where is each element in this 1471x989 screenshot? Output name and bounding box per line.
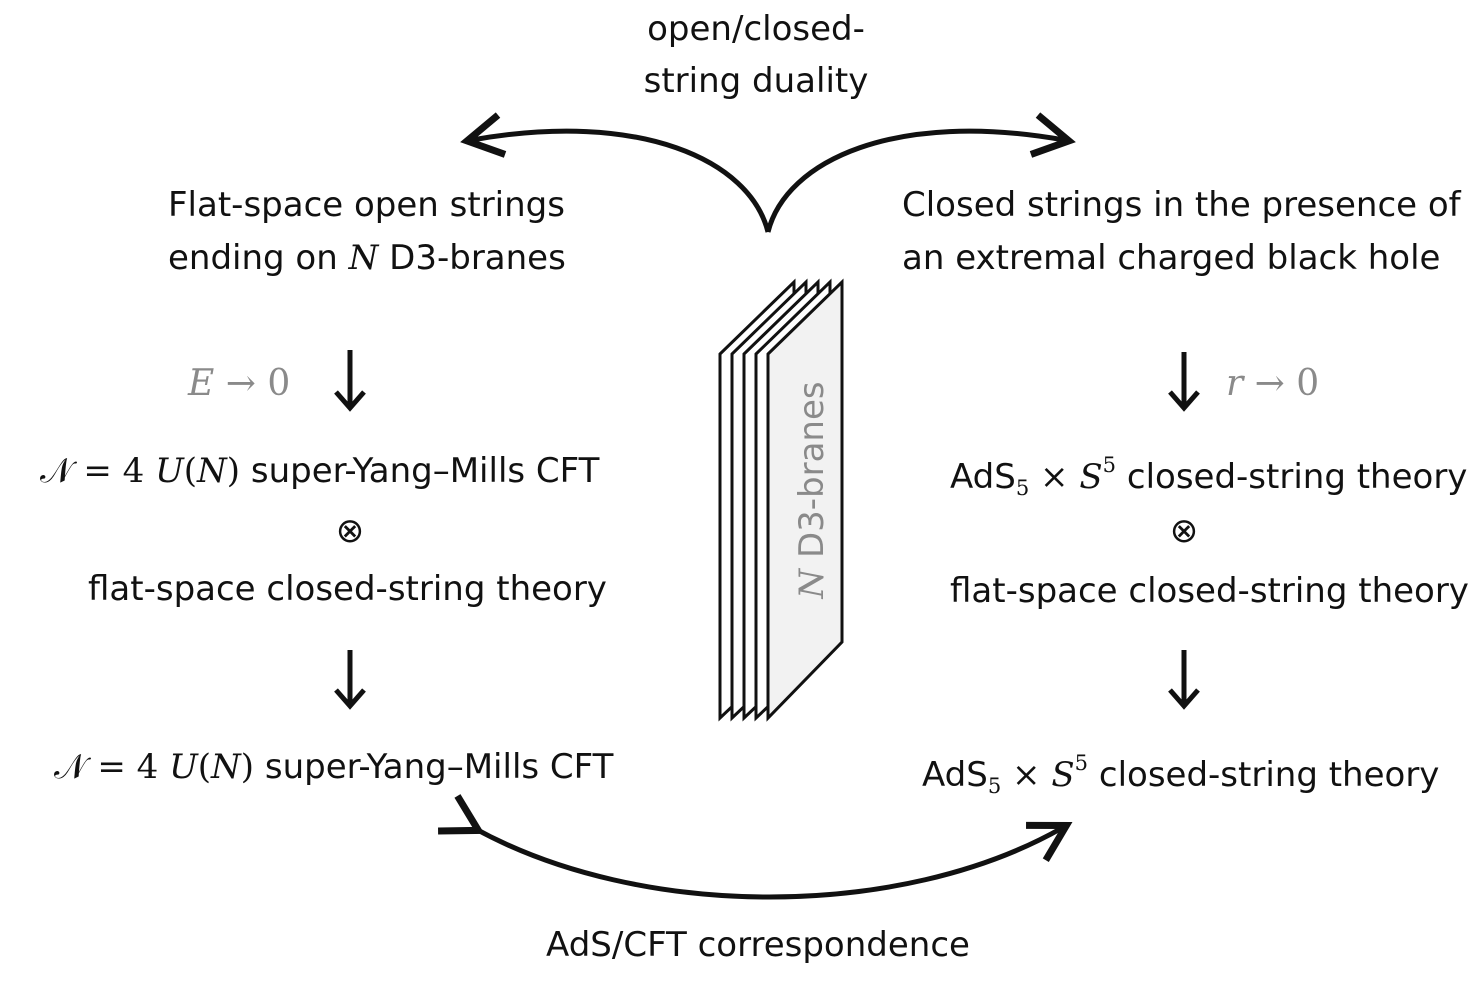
- brane-sheet-front: [766, 278, 844, 722]
- right-flat-closed-string: flat-space closed-string theory: [950, 571, 1469, 611]
- right-down-arrow-1: [1168, 352, 1200, 412]
- duality-arrow-left: [460, 112, 771, 233]
- right-heading-line1: Closed strings in the presence of: [902, 185, 1461, 225]
- left-down-arrow-1: [334, 350, 366, 412]
- duality-arrow-right: [765, 112, 1076, 233]
- left-heading-line1: Flat-space open strings: [168, 185, 565, 225]
- duality-label-line2: string duality: [643, 61, 869, 101]
- left-bottom-sym-cft: 𝒩 = 4 U(N) super-Yang–Mills CFT: [54, 747, 614, 787]
- right-bottom-ads-theory: AdS5 × S5 closed-string theory: [922, 750, 1440, 799]
- brane-stack: [718, 278, 844, 722]
- correspondence-label: AdS/CFT correspondence: [546, 925, 970, 965]
- right-limit-label: r → 0: [1226, 363, 1320, 404]
- right-tensor-symbol: ⊗: [1169, 511, 1199, 551]
- left-tensor-symbol: ⊗: [335, 511, 365, 551]
- left-flat-closed-string: flat-space closed-string theory: [88, 569, 607, 609]
- correspondence-arrow: [438, 794, 1073, 900]
- left-limit-label: E → 0: [188, 363, 291, 404]
- left-sym-cft: 𝒩 = 4 U(N) super-Yang–Mills CFT: [40, 451, 600, 491]
- duality-label-line1: open/closed-: [647, 9, 865, 49]
- right-down-arrow-2: [1168, 650, 1200, 710]
- right-heading-line2: an extremal charged black hole: [902, 238, 1441, 278]
- right-ads-theory: AdS5 × S5 closed-string theory: [950, 452, 1468, 501]
- left-down-arrow-2: [334, 650, 366, 710]
- brane-stack-label: N D3-branes: [792, 381, 832, 599]
- left-heading-line2: ending on N D3-branes: [168, 238, 566, 278]
